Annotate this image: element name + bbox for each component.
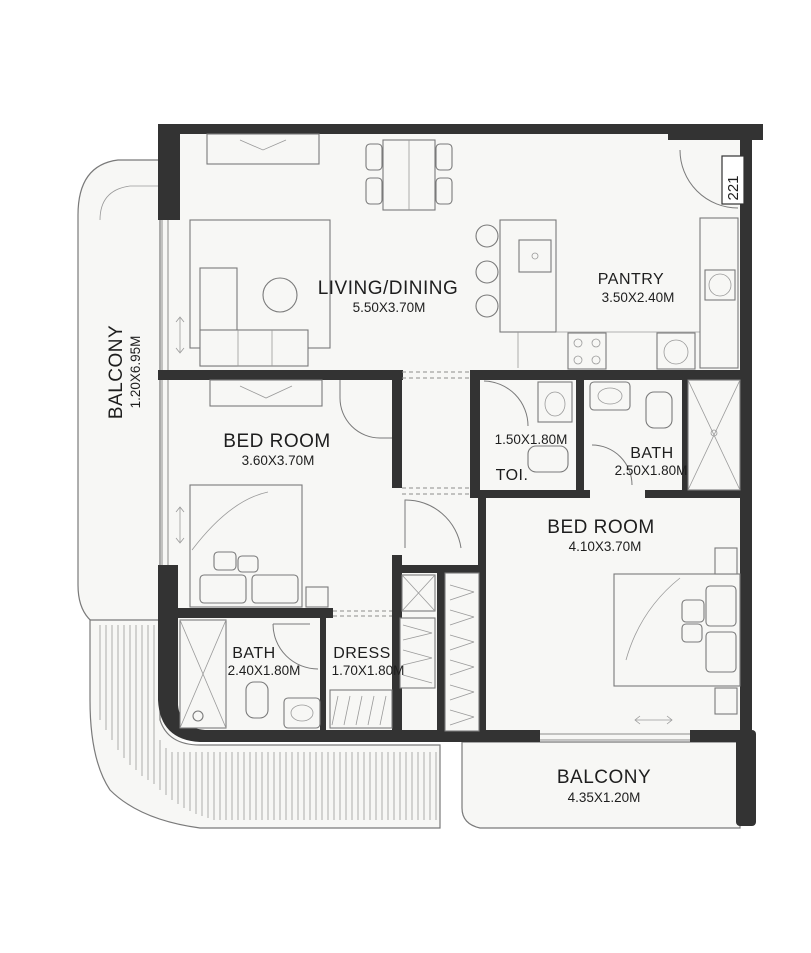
balcony-bottom-name: BALCONY	[557, 767, 651, 788]
balcony-side-name: BALCONY	[106, 325, 127, 419]
toilet-name: TOI.	[496, 467, 529, 484]
pantry-dims: 3.50X2.40M	[602, 290, 675, 305]
balcony-corner-floor	[89, 619, 441, 829]
toilet-fixtures	[483, 380, 573, 473]
pantry-name: PANTRY	[598, 271, 664, 288]
room-labels: LIVING/DINING 5.50X3.70M PANTRY 3.50X2.4…	[106, 271, 687, 805]
balcony-side-dims: 1.20X6.95M	[128, 336, 143, 409]
wardrobe	[329, 572, 480, 732]
unit-number: 221	[725, 175, 742, 200]
bath1-fixtures	[179, 619, 321, 729]
bedroom2-furniture	[613, 547, 741, 725]
slide-arrows	[175, 316, 185, 544]
decking-pattern	[99, 625, 437, 820]
bedroom2-dims: 4.10X3.70M	[569, 539, 642, 554]
bath2-dims: 2.50X1.80M	[615, 463, 688, 478]
bedroom2-name: BED ROOM	[547, 517, 654, 538]
balcony-bottom-dims: 4.35X1.20M	[568, 790, 641, 805]
living-name: LIVING/DINING	[318, 278, 459, 299]
living-furniture	[189, 133, 453, 367]
bath1-dims: 2.40X1.80M	[228, 663, 301, 678]
unit-number-box: 221	[721, 155, 745, 205]
kitchen-furniture	[475, 149, 739, 370]
bath2-name: BATH	[630, 445, 673, 462]
living-dims: 5.50X3.70M	[353, 300, 426, 315]
corridor	[401, 371, 470, 612]
bedroom1-name: BED ROOM	[223, 431, 330, 452]
dress-dims: 1.70X1.80M	[332, 663, 405, 678]
dress-name: DRESS	[333, 645, 391, 662]
toilet-dims: 1.50X1.80M	[495, 432, 568, 447]
bath1-name: BATH	[232, 645, 275, 662]
bedroom1-furniture	[189, 379, 392, 608]
windows	[161, 220, 690, 741]
balcony-bottom-floor	[461, 741, 741, 829]
bath2-fixtures	[589, 379, 741, 491]
bedroom1-dims: 3.60X3.70M	[242, 453, 315, 468]
walls	[158, 124, 763, 826]
